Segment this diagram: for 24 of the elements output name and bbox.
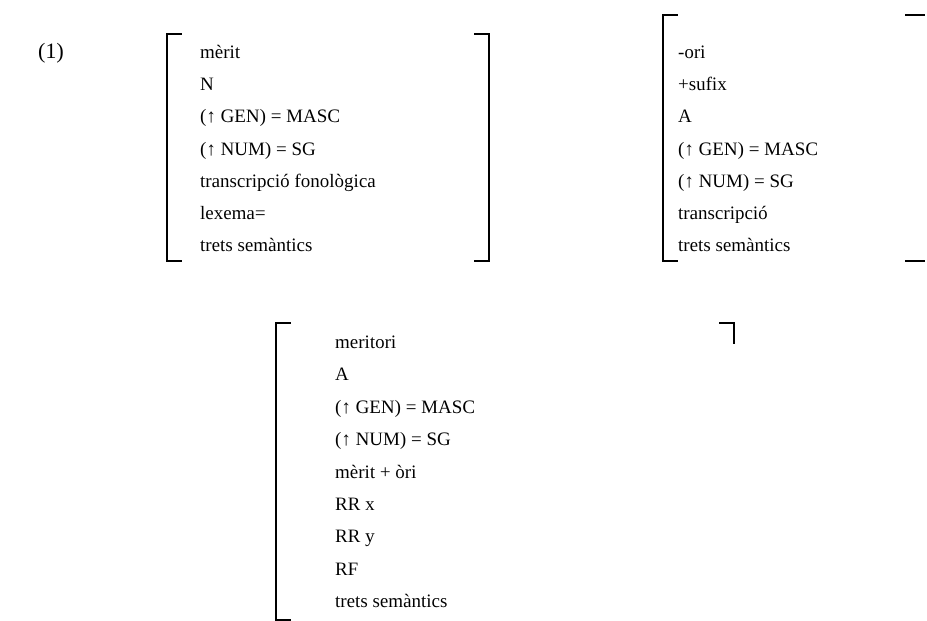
feature-line: transcripció: [678, 203, 768, 225]
feature-line: trets semàntics: [200, 235, 312, 258]
feature-line: (↑ NUM) = SG: [678, 170, 794, 193]
feature-line: lexema=: [200, 203, 266, 225]
feature-line: trets semàntics: [678, 235, 790, 258]
feature-line: meritori: [335, 332, 396, 354]
feature-line: transcripció fonològica: [200, 170, 376, 193]
feature-line: (↑ NUM) = SG: [335, 429, 451, 452]
feature-line: mèrit: [200, 42, 240, 64]
feature-line: N: [200, 74, 214, 96]
feature-line: trets semàntics: [335, 591, 448, 614]
feature-line: (↑ GEN) = MASC: [335, 396, 476, 419]
feature-line: +sufix: [678, 74, 727, 96]
feature-line: (↑ NUM) = SG: [200, 138, 316, 161]
feature-line: mèrit + òri: [335, 462, 416, 484]
feature-line: RR x: [335, 494, 375, 516]
example-number: (1): [38, 38, 64, 64]
feature-line: A: [678, 106, 692, 128]
feature-line: A: [335, 364, 349, 386]
feature-line: -ori: [678, 42, 706, 64]
feature-line: (↑ GEN) = MASC: [678, 138, 818, 161]
feature-line: (↑ GEN) = MASC: [200, 106, 340, 128]
feature-line: RR y: [335, 526, 375, 548]
feature-line: RF: [335, 558, 358, 581]
